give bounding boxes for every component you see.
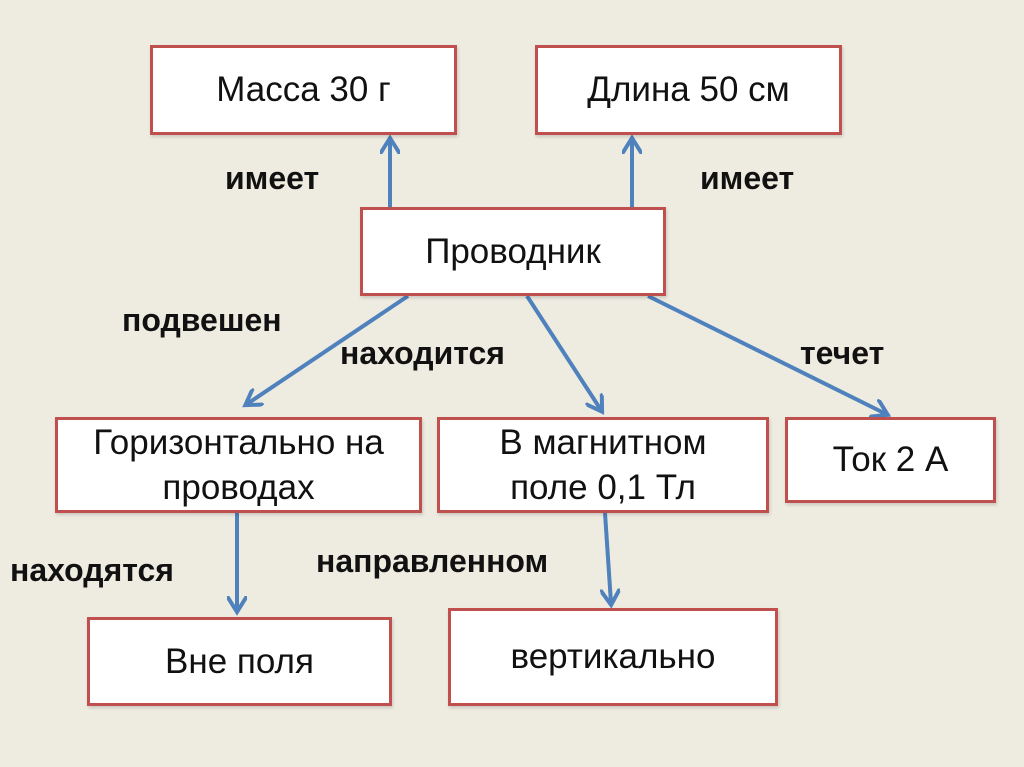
arrow-conductor-horizontal bbox=[247, 294, 410, 404]
edge-label-are-located: находятся bbox=[10, 552, 174, 588]
node-current: Ток 2 А bbox=[785, 417, 996, 503]
edge-label-suspended: подвешен bbox=[122, 302, 282, 338]
node-outside-label: Вне поля bbox=[165, 641, 314, 681]
edge-label-has-mass: имеет bbox=[225, 160, 320, 196]
node-mass-label: Масса 30 г bbox=[216, 70, 391, 110]
arrow-field-vertical bbox=[605, 512, 611, 603]
node-conductor-label: Проводник bbox=[425, 231, 601, 271]
node-horizontal: Горизонтально на проводах bbox=[55, 417, 422, 513]
node-length: Длина 50 см bbox=[535, 45, 842, 135]
node-field: В магнитном поле 0,1 Тл bbox=[437, 417, 769, 513]
node-vertical-label: вертикально bbox=[510, 637, 716, 677]
edge-label-located: находится bbox=[340, 335, 505, 371]
arrow-conductor-field bbox=[525, 294, 601, 410]
node-conductor: Проводник bbox=[360, 207, 666, 296]
edge-label-has-length: имеет bbox=[700, 160, 795, 196]
edge-label-flows: течет bbox=[800, 335, 885, 371]
edge-label-directed: направленном bbox=[316, 543, 549, 579]
node-horizontal-label: Горизонтально на проводах bbox=[93, 422, 384, 508]
node-outside: Вне поля bbox=[87, 617, 392, 706]
node-current-label: Ток 2 А bbox=[832, 440, 949, 480]
node-mass: Масса 30 г bbox=[150, 45, 457, 135]
node-vertical: вертикально bbox=[448, 608, 778, 706]
node-field-label: В магнитном поле 0,1 Тл bbox=[499, 422, 707, 508]
node-length-label: Длина 50 см bbox=[587, 70, 790, 110]
arrow-conductor-current bbox=[647, 294, 886, 414]
